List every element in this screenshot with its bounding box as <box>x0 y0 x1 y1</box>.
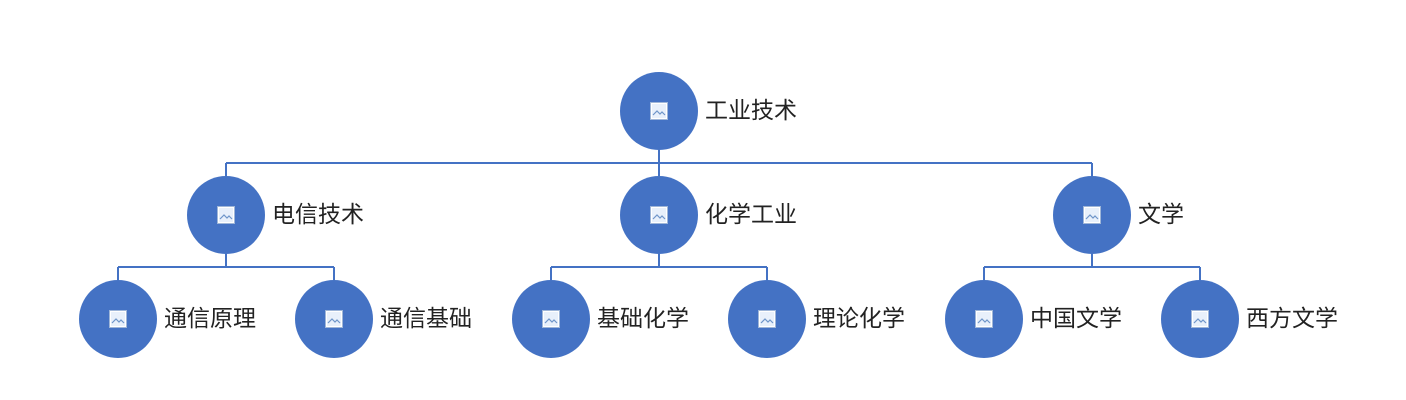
node-label: 中国文学 <box>1030 306 1122 332</box>
node-chemical: 化学工业 <box>620 176 797 254</box>
node-circle <box>1053 176 1131 254</box>
image-placeholder-icon <box>1191 310 1209 328</box>
image-placeholder-icon <box>975 310 993 328</box>
connector-telecom <box>117 254 335 280</box>
node-label: 西方文学 <box>1246 306 1338 332</box>
node-telecom: 电信技术 <box>187 176 364 254</box>
node-circle <box>728 280 806 358</box>
node-label: 通信基础 <box>380 306 472 332</box>
image-placeholder-icon <box>325 310 343 328</box>
node-label: 电信技术 <box>272 202 364 228</box>
node-label: 化学工业 <box>705 202 797 228</box>
node-comm-basics: 通信基础 <box>295 280 472 358</box>
node-basic-chemistry: 基础化学 <box>512 280 689 358</box>
node-chinese-literature: 中国文学 <box>945 280 1122 358</box>
node-circle <box>187 176 265 254</box>
node-label: 基础化学 <box>597 306 689 332</box>
image-placeholder-icon <box>217 206 235 224</box>
node-circle <box>512 280 590 358</box>
node-circle <box>79 280 157 358</box>
image-placeholder-icon <box>109 310 127 328</box>
node-circle <box>620 176 698 254</box>
node-label: 通信原理 <box>164 306 256 332</box>
node-western-literature: 西方文学 <box>1161 280 1338 358</box>
node-label: 工业技术 <box>705 98 797 124</box>
node-label: 文学 <box>1138 202 1184 228</box>
image-placeholder-icon <box>1083 206 1101 224</box>
node-literature: 文学 <box>1053 176 1184 254</box>
node-comm-principles: 通信原理 <box>79 280 256 358</box>
node-label: 理论化学 <box>813 306 905 332</box>
image-placeholder-icon <box>758 310 776 328</box>
node-root: 工业技术 <box>620 72 797 150</box>
image-placeholder-icon <box>650 206 668 224</box>
node-theoretical-chemistry: 理论化学 <box>728 280 905 358</box>
node-circle <box>295 280 373 358</box>
node-circle <box>1161 280 1239 358</box>
connector-root <box>225 150 1093 176</box>
connector-literature <box>983 254 1201 280</box>
node-circle <box>945 280 1023 358</box>
image-placeholder-icon <box>542 310 560 328</box>
connector-chemical <box>550 254 768 280</box>
node-circle <box>620 72 698 150</box>
image-placeholder-icon <box>650 102 668 120</box>
